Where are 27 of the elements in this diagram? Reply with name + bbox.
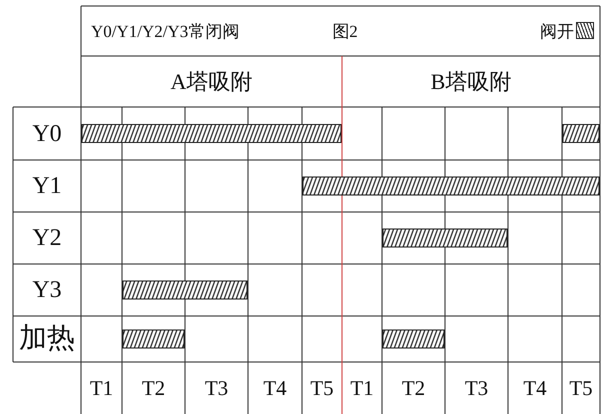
time-label: T4 [263, 378, 287, 398]
time-label: T1 [90, 378, 114, 398]
valve-open-bar [302, 176, 600, 196]
valve-open-bar [122, 330, 184, 348]
section-header: B塔吸附 [430, 70, 512, 92]
valve-open-bar [562, 124, 600, 143]
valve-open-bar [382, 330, 444, 348]
time-label: T2 [402, 378, 426, 398]
valve-open-bar [122, 280, 248, 300]
time-label: T3 [464, 378, 488, 398]
time-label: T5 [310, 378, 334, 398]
valve-open-bar [382, 228, 508, 248]
row-label: Y1 [32, 174, 62, 198]
time-label: T1 [350, 378, 374, 398]
time-label: T3 [204, 378, 228, 398]
row-label: 加热 [19, 325, 75, 353]
figure-title: 图2 [332, 22, 358, 40]
time-label: T2 [142, 378, 166, 398]
row-label: Y3 [32, 278, 62, 302]
note-text: Y0/Y1/Y2/Y3常闭阀 [91, 22, 240, 40]
time-label: T4 [523, 378, 547, 398]
legend-text: 阀开 [540, 22, 574, 40]
valve-open-bar [82, 124, 342, 143]
time-label: T5 [569, 378, 593, 398]
section-header: A塔吸附 [170, 70, 252, 92]
row-label: Y2 [32, 226, 62, 250]
row-label: Y0 [32, 122, 62, 146]
